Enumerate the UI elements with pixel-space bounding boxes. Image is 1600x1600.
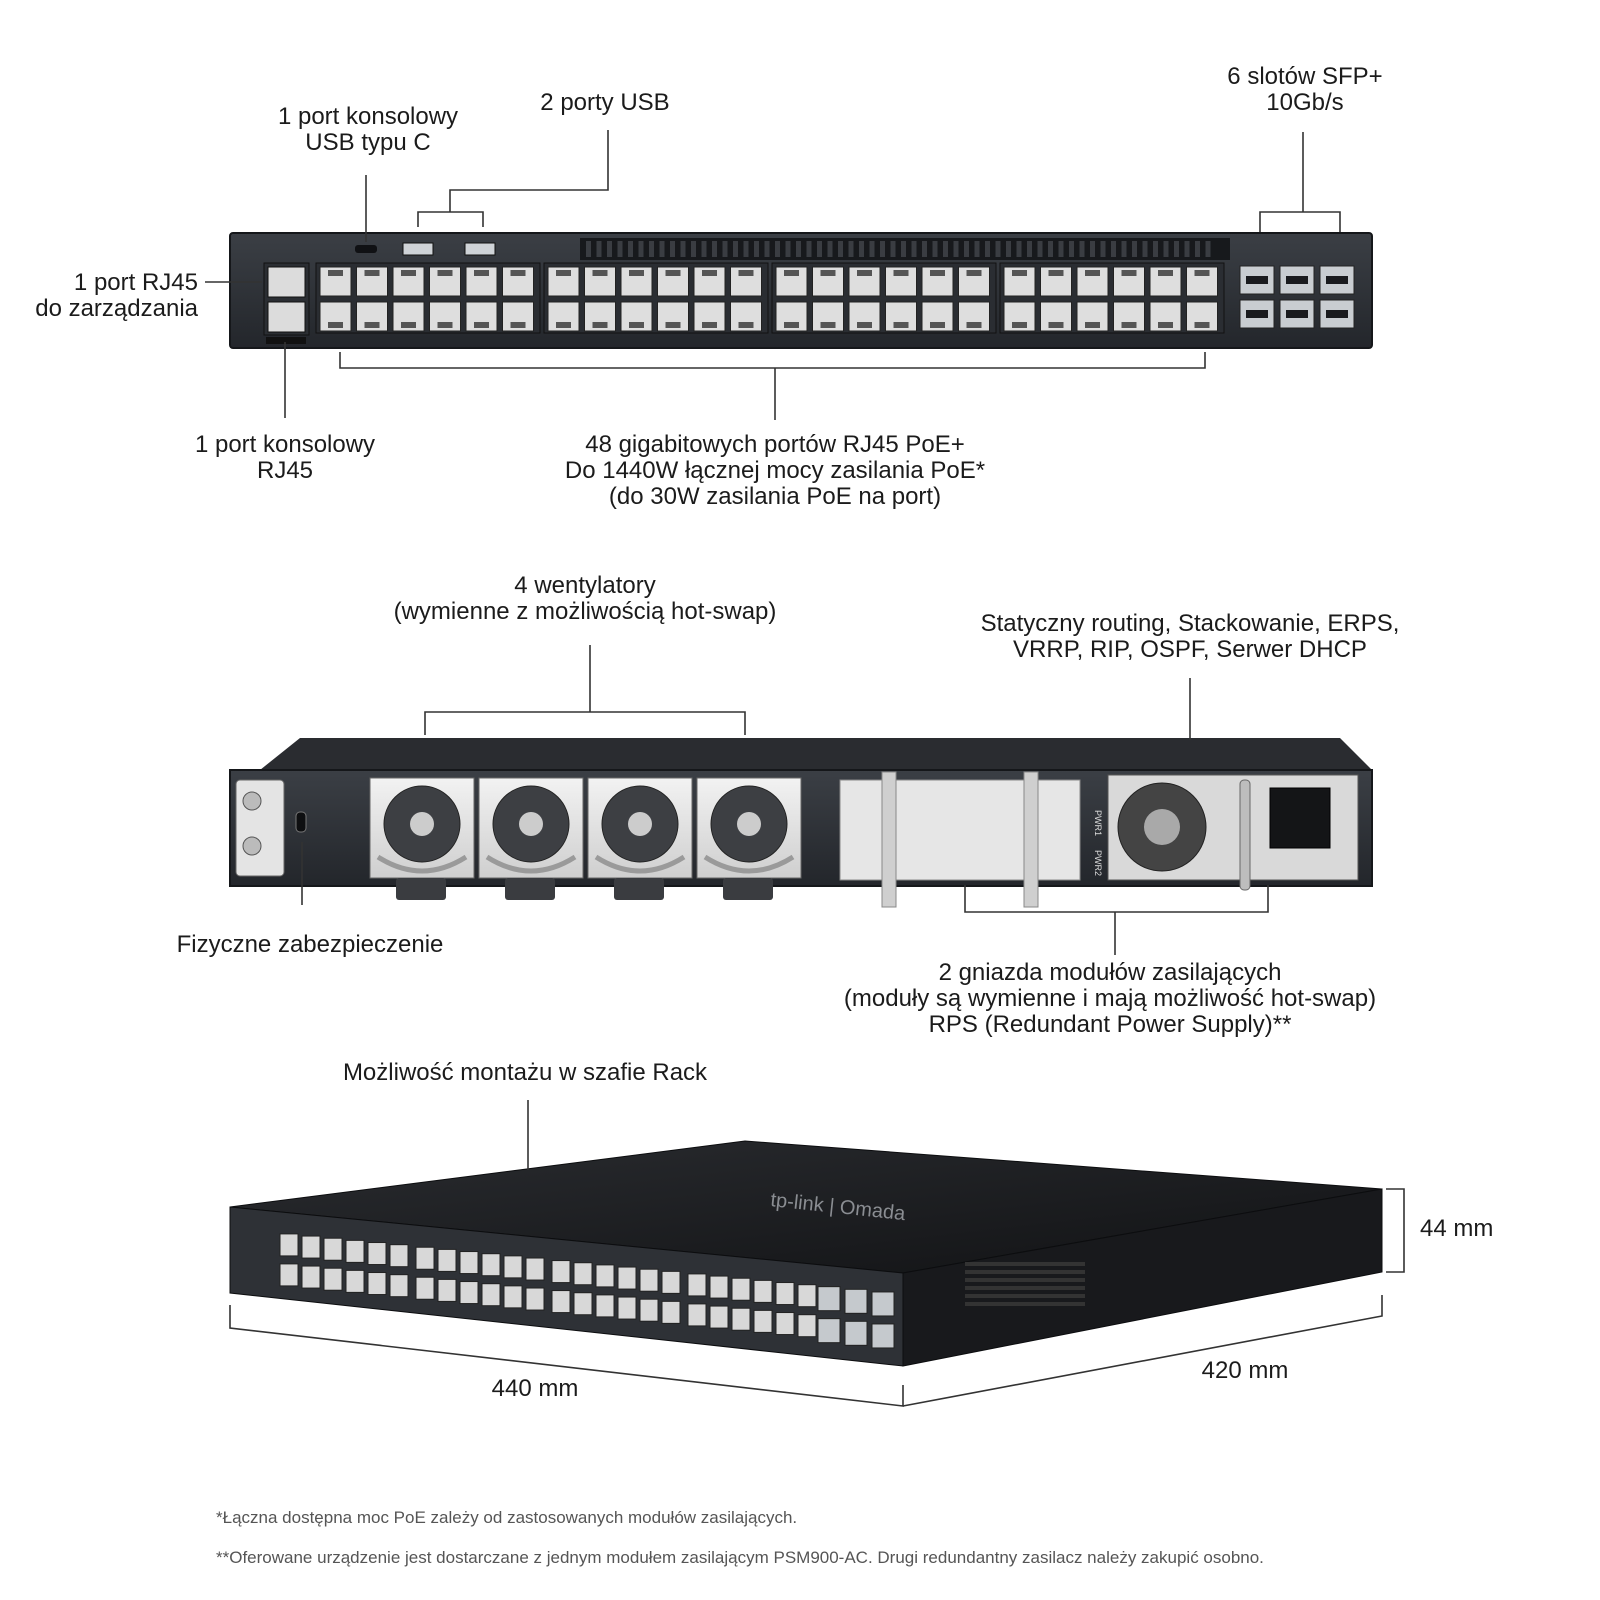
label-height: 44 mm	[1420, 1215, 1494, 1242]
label-usb-ports: 2 porty USB	[540, 89, 670, 116]
rj45-port-perspective	[279, 1233, 299, 1257]
rj45-port-perspective	[775, 1312, 795, 1336]
label-power-modules: 2 gniazda modułów zasilających(moduły są…	[843, 959, 1377, 1038]
rj45-port-perspective	[687, 1303, 707, 1327]
rj45-port-perspective	[525, 1257, 545, 1281]
rj45-port-perspective	[731, 1277, 751, 1301]
label-sfp-slots: 6 slotów SFP+10Gb/s	[1227, 63, 1383, 116]
rj45-port	[812, 266, 844, 297]
rj45-port-perspective	[279, 1263, 299, 1287]
rj45-port	[775, 266, 808, 297]
rj45-port-perspective	[323, 1237, 343, 1261]
rj45-port-perspective	[595, 1294, 615, 1318]
rj45-port-perspective	[481, 1283, 501, 1307]
footnote-psu: **Oferowane urządzenie jest dostarczane …	[216, 1548, 1264, 1567]
rj45-port-perspective	[709, 1275, 729, 1299]
rear-panel	[229, 738, 1373, 908]
label-security: Fizyczne zabezpieczenie	[176, 931, 444, 958]
rj45-port-perspective	[525, 1287, 545, 1311]
rj45-port-perspective	[459, 1281, 479, 1305]
rj45-port-perspective	[753, 1309, 773, 1333]
rj45-port-perspective	[323, 1267, 343, 1291]
front-panel	[229, 232, 1373, 349]
footnote-poe: *Łączna dostępna moc PoE zależy od zasto…	[216, 1508, 798, 1527]
rj45-port-perspective	[709, 1305, 729, 1329]
rj45-port	[1003, 301, 1036, 332]
label-depth: 420 mm	[1201, 1357, 1289, 1384]
rj45-port	[693, 266, 726, 297]
rj45-port	[657, 301, 689, 332]
rj45-port-perspective	[797, 1284, 817, 1308]
rj45-port-perspective	[551, 1290, 571, 1314]
sfp-slot-perspective	[871, 1291, 895, 1317]
rj45-port-perspective	[661, 1270, 681, 1294]
psu-label-pwr1: PWR1	[1093, 810, 1103, 836]
dimension-lines	[229, 1100, 1405, 1407]
rj45-port-perspective	[617, 1296, 637, 1320]
sfp-slot-perspective	[817, 1318, 841, 1344]
label-width: 440 mm	[491, 1375, 579, 1402]
label-fans: 4 wentylatory(wymienne z możliwością hot…	[393, 572, 777, 625]
rj45-port-perspective	[481, 1253, 501, 1277]
rj45-port-perspective	[437, 1278, 457, 1302]
label-features: Statyczny routing, Stackowanie, ERPS,VRR…	[980, 610, 1400, 663]
rj45-port-perspective	[437, 1248, 457, 1272]
rj45-port-perspective	[415, 1276, 435, 1300]
front-leader-lines	[205, 130, 1341, 420]
label-poe-ports: 48 gigabitowych portów RJ45 PoE+Do 1440W…	[564, 431, 986, 510]
rj45-port-perspective	[731, 1307, 751, 1331]
rj45-port-perspective	[503, 1285, 523, 1309]
rj45-port	[502, 266, 534, 297]
sfp-slot-perspective	[871, 1323, 895, 1349]
rj45-port-perspective	[367, 1272, 387, 1296]
rj45-port	[392, 266, 425, 297]
rj45-port-perspective	[367, 1242, 387, 1266]
rear-leader-lines	[301, 645, 1269, 955]
rj45-port-perspective	[617, 1266, 637, 1290]
rj45-port-perspective	[639, 1298, 659, 1322]
rj45-port-perspective	[459, 1251, 479, 1275]
rj45-port-perspective	[345, 1239, 365, 1263]
sfp-slot-perspective	[844, 1320, 868, 1346]
rj45-port-perspective	[775, 1282, 795, 1306]
rj45-port-perspective	[687, 1273, 707, 1297]
rj45-port-perspective	[345, 1269, 365, 1293]
rj45-port-perspective	[595, 1264, 615, 1288]
rj45-port-perspective	[551, 1260, 571, 1284]
rj45-port-perspective	[301, 1265, 321, 1289]
rj45-port-perspective	[573, 1262, 593, 1286]
label-rack-mount: Możliwość montażu w szafie Rack	[342, 1059, 708, 1086]
rj45-port-perspective	[753, 1279, 773, 1303]
rj45-port-perspective	[301, 1235, 321, 1259]
psu-label-pwr2: PWR2	[1093, 850, 1103, 876]
perspective-view	[229, 1140, 1383, 1367]
rj45-port-perspective	[639, 1268, 659, 1292]
rj45-port-perspective	[389, 1274, 409, 1298]
sfp-slot-perspective	[817, 1286, 841, 1312]
rj45-port-perspective	[797, 1314, 817, 1338]
rj45-port	[547, 301, 580, 332]
rj45-port-perspective	[661, 1300, 681, 1324]
rj45-port-perspective	[415, 1246, 435, 1270]
sfp-slot-perspective	[844, 1288, 868, 1314]
rj45-port-perspective	[389, 1244, 409, 1268]
rj45-port-perspective	[503, 1255, 523, 1279]
rj45-port-perspective	[573, 1292, 593, 1316]
